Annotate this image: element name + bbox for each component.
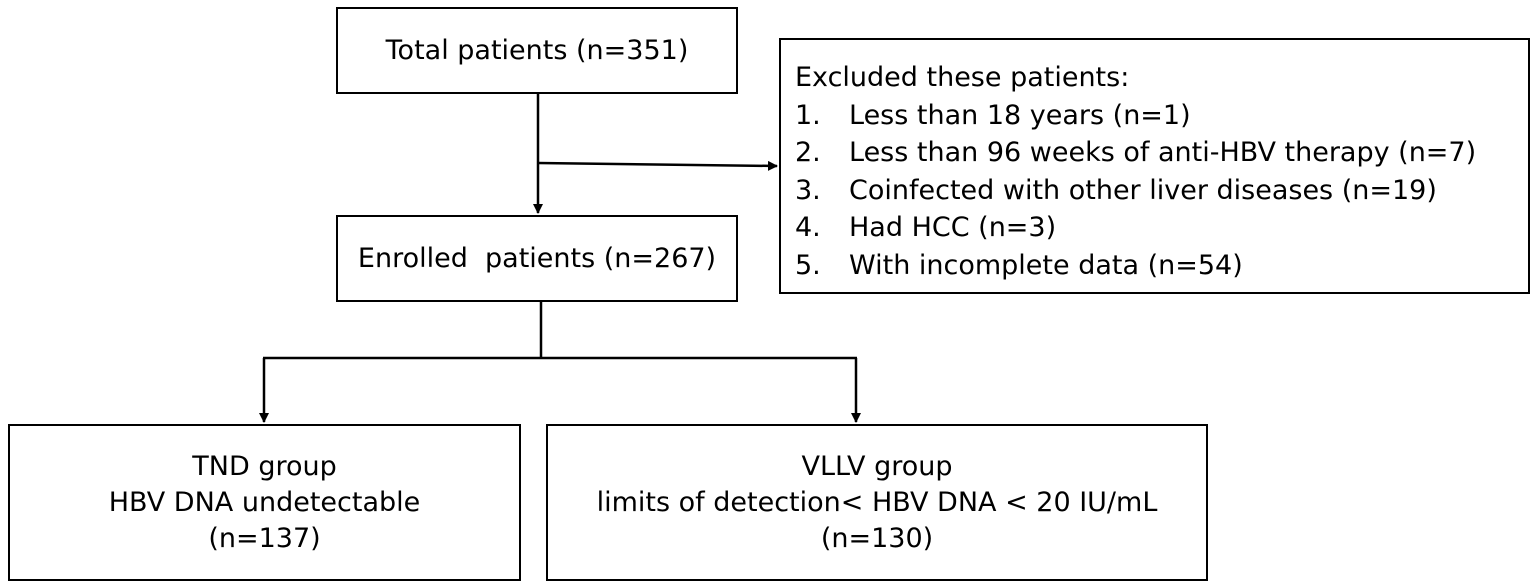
- total-patients-label: Total patients (n=351): [385, 34, 689, 66]
- excluded-item-text: Less than 96 weeks of anti-HBV therapy (…: [849, 137, 1477, 168]
- vllv-group-count: (n=130): [820, 522, 934, 554]
- excluded-item: 3. Coinfected with other liver diseases …: [795, 172, 1528, 210]
- vllv-group-box: VLLV group limits of detection< HBV DNA …: [546, 424, 1208, 581]
- excluded-item: 2. Less than 96 weeks of anti-HBV therap…: [795, 134, 1528, 172]
- excluded-item: 5. With incomplete data (n=54): [795, 247, 1528, 285]
- tnd-group-description: HBV DNA undetectable: [108, 486, 421, 518]
- total-patients-box: Total patients (n=351): [336, 7, 738, 94]
- excluded-item-text: Coinfected with other liver diseases (n=…: [849, 174, 1437, 206]
- excluded-item-number: 4.: [795, 212, 821, 243]
- vllv-group-description: limits of detection< HBV DNA < 20 IU/mL: [596, 486, 1158, 518]
- vllv-group-title: VLLV group: [801, 450, 953, 482]
- enrolled-patients-label: Enrolled patients (n=267): [357, 242, 717, 274]
- excluded-item: 4. Had HCC (n=3): [795, 209, 1528, 247]
- enrolled-patients-box: Enrolled patients (n=267): [336, 215, 738, 302]
- excluded-title: Excluded these patients:: [795, 62, 1130, 93]
- excluded-patients-box: Excluded these patients: 1. Less than 18…: [779, 38, 1530, 294]
- excluded-item-number: 5.: [795, 249, 821, 281]
- excluded-item-text: With incomplete data (n=54): [849, 249, 1243, 281]
- excluded-item-number: 2.: [795, 137, 821, 168]
- excluded-item-text: Had HCC (n=3): [849, 212, 1057, 243]
- tnd-group-box: TND group HBV DNA undetectable (n=137): [8, 424, 521, 581]
- tnd-group-count: (n=137): [208, 522, 321, 554]
- tnd-group-title: TND group: [192, 450, 337, 482]
- excluded-item-text: Less than 18 years (n=1): [849, 99, 1191, 131]
- excluded-item: 1. Less than 18 years (n=1): [795, 97, 1528, 135]
- connector-to-excluded: [537, 160, 778, 171]
- excluded-item-number: 1.: [795, 99, 821, 131]
- excluded-item-number: 3.: [795, 174, 821, 206]
